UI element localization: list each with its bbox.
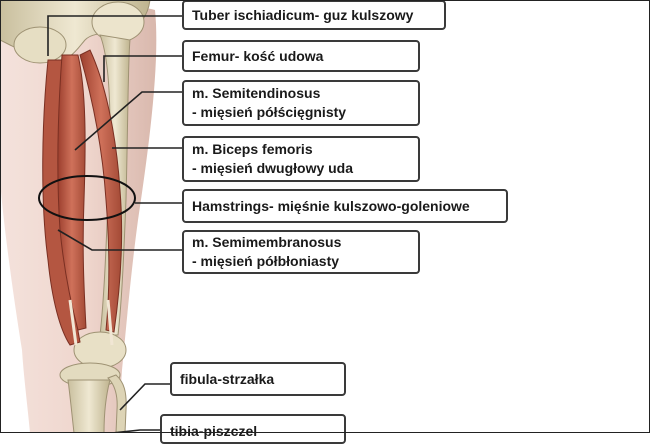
label-semimembranosus: m. Semimembranosus - mięsień półbłoniast… bbox=[182, 230, 420, 274]
label-tuber-ischiadicum: Tuber ischiadicum- guz kulszowy bbox=[182, 0, 446, 30]
label-biceps-femoris: m. Biceps femoris - mięsień dwugłowy uda bbox=[182, 136, 420, 182]
label-tibia: tibia-piszczel bbox=[160, 414, 346, 444]
leader-lines bbox=[47, 15, 182, 434]
label-semimembranosus-line1: m. Semimembranosus bbox=[192, 234, 342, 250]
label-semitendinosus: m. Semitendinosus - mięsień półścięgnist… bbox=[182, 80, 420, 126]
label-fibula-text: fibula-strzałka bbox=[180, 370, 275, 387]
hamstrings-outline bbox=[38, 175, 136, 221]
muscle-tendon-lines bbox=[68, 299, 114, 346]
leg-illustration bbox=[0, 0, 182, 434]
label-femur-text: Femur- kość udowa bbox=[192, 47, 324, 64]
femur-head bbox=[91, 1, 145, 43]
label-tibia-text: tibia-piszczel bbox=[170, 423, 258, 439]
semitendinosus-muscle bbox=[57, 54, 87, 331]
label-fibula: fibula-strzałka bbox=[170, 362, 346, 396]
biceps-femoris-muscle bbox=[79, 49, 123, 333]
label-semitendinosus-line1: m. Semitendinosus bbox=[192, 85, 321, 101]
label-tuber-text: Tuber ischiadicum- guz kulszowy bbox=[192, 6, 414, 23]
label-semitendinosus-line2: - mięsień półścięgnisty bbox=[192, 104, 347, 120]
femur-condyle bbox=[73, 331, 127, 369]
ischial-tuberosity bbox=[13, 26, 67, 64]
label-hamstrings-text: Hamstrings- mięśnie kulszowo-goleniowe bbox=[192, 197, 470, 214]
tibia-bone bbox=[67, 379, 111, 434]
label-biceps-line1: m. Biceps femoris bbox=[192, 141, 313, 157]
label-femur: Femur- kość udowa bbox=[182, 40, 420, 72]
label-semimembranosus-line2: - mięsień półbłoniasty bbox=[192, 253, 340, 269]
label-hamstrings: Hamstrings- mięśnie kulszowo-goleniowe bbox=[182, 189, 508, 223]
anatomy-diagram: Tuber ischiadicum- guz kulszowy Femur- k… bbox=[0, 0, 508, 444]
label-biceps-line2: - mięsień dwugłowy uda bbox=[192, 160, 354, 176]
